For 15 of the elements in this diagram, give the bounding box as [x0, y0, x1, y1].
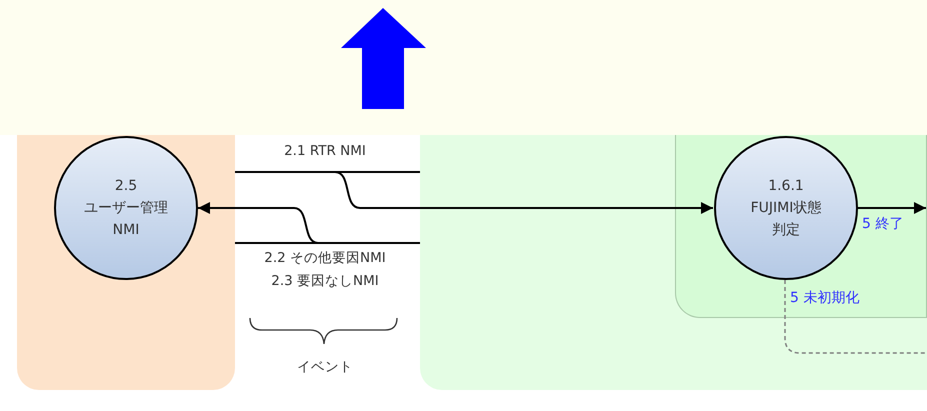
connector-line [235, 242, 420, 244]
dashed-connector [784, 280, 927, 354]
arrow [857, 202, 926, 214]
lane-band [420, 135, 927, 390]
node-label: 1.6.1 FUJIMI状態判定 [750, 177, 822, 240]
event-label: 2.1 RTR NMI [284, 143, 366, 159]
edge-label: 5 終了 [861, 216, 904, 232]
node-label: 2.5 ユーザー管理 NMI [83, 177, 169, 240]
event-label: 2.3 要因なしNMI [271, 272, 379, 290]
edge-label: 5 未初期化 [789, 290, 860, 306]
group-box [675, 135, 927, 318]
connector-line [235, 171, 420, 173]
lane-band [17, 135, 235, 390]
event-label: 2.2 その他要因NMI [264, 249, 386, 267]
bracket-label: イベント [297, 358, 353, 376]
